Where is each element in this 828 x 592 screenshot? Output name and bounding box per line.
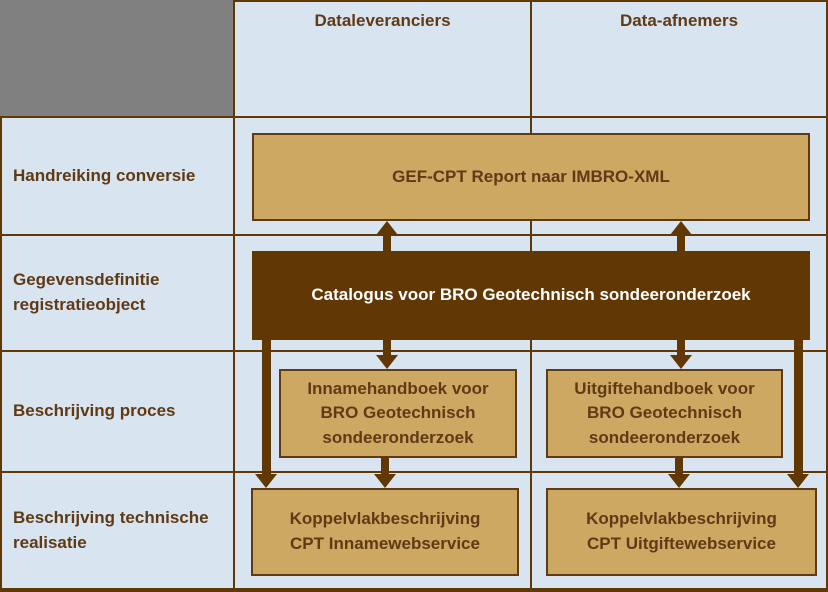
grid-line-horizontal-2 <box>0 234 828 236</box>
box-koppelvlakbeschrijving-cpt-uitgiftewebservice: Koppelvlakbeschrijving CPT Uitgiftewebse… <box>546 488 817 576</box>
arrow-shaft <box>383 340 391 357</box>
arrow-shaft <box>262 340 271 476</box>
arrow-shaft <box>383 231 391 251</box>
arrow-shaft <box>794 340 803 476</box>
grid-line-horizontal-1 <box>0 116 828 118</box>
grid-line-horizontal-4 <box>0 471 828 473</box>
row-label-handreiking-conversie: Handreiking conversie <box>13 165 196 185</box>
arrow-shaft <box>675 458 683 476</box>
arrowhead-down-icon <box>787 474 809 488</box>
grid-line-vertical-1 <box>233 0 235 592</box>
row-label-gegevensdefinitie-registratieobject: Gegevensdefinitie registratieobject <box>13 270 160 314</box>
box-innamehandboek: Innamehandboek voor BRO Geotechnisch son… <box>279 369 517 458</box>
arrowhead-down-icon <box>668 474 690 488</box>
box-uitgiftehandboek: Uitgiftehandboek voor BRO Geotechnisch s… <box>546 369 783 458</box>
arrow-shaft <box>677 231 685 251</box>
arrow-down-catalog-to-innamehandboek <box>376 340 398 369</box>
corner-cell <box>0 0 235 118</box>
arrowhead-up-icon <box>376 221 398 235</box>
arrowhead-down-icon <box>374 474 396 488</box>
box-catalogus-bro-geotechnisch-sondeeronderzoek: Catalogus voor BRO Geotechnisch sondeero… <box>252 251 810 340</box>
arrow-down-uitgiftehandboek-to-koppelvlak <box>668 458 690 488</box>
arrowhead-up-icon <box>670 221 692 235</box>
arrow-up-catalog-to-conversion-left <box>376 221 398 251</box>
arrow-down-catalog-to-inname-koppelvlak <box>255 340 277 488</box>
arrowhead-down-icon <box>376 355 398 369</box>
arrow-down-catalog-to-uitgiftehandboek <box>670 340 692 369</box>
arrow-down-catalog-to-uitgifte-koppelvlak <box>787 340 809 488</box>
arrow-shaft <box>381 458 389 476</box>
arrowhead-down-icon <box>670 355 692 369</box>
arrow-up-catalog-to-conversion-right <box>670 221 692 251</box>
arrow-down-innamehandboek-to-koppelvlak <box>374 458 396 488</box>
arrow-shaft <box>677 340 685 357</box>
box-gef-cpt-report-naar-imbro-xml: GEF-CPT Report naar IMBRO-XML <box>252 133 810 221</box>
row-label-beschrijving-technische-realisatie: Beschrijving technische realisatie <box>13 507 209 552</box>
arrowhead-down-icon <box>255 474 277 488</box>
row-label-beschrijving-proces: Beschrijving proces <box>13 401 176 421</box>
column-header-data-afnemers: Data-afnemers <box>619 11 739 30</box>
grid-line-horizontal-3 <box>0 350 828 352</box>
box-koppelvlakbeschrijving-cpt-innamewebservice: Koppelvlakbeschrijving CPT Innamewebserv… <box>251 488 519 576</box>
column-header-dataleveranciers: Dataleveranciers <box>314 11 451 30</box>
